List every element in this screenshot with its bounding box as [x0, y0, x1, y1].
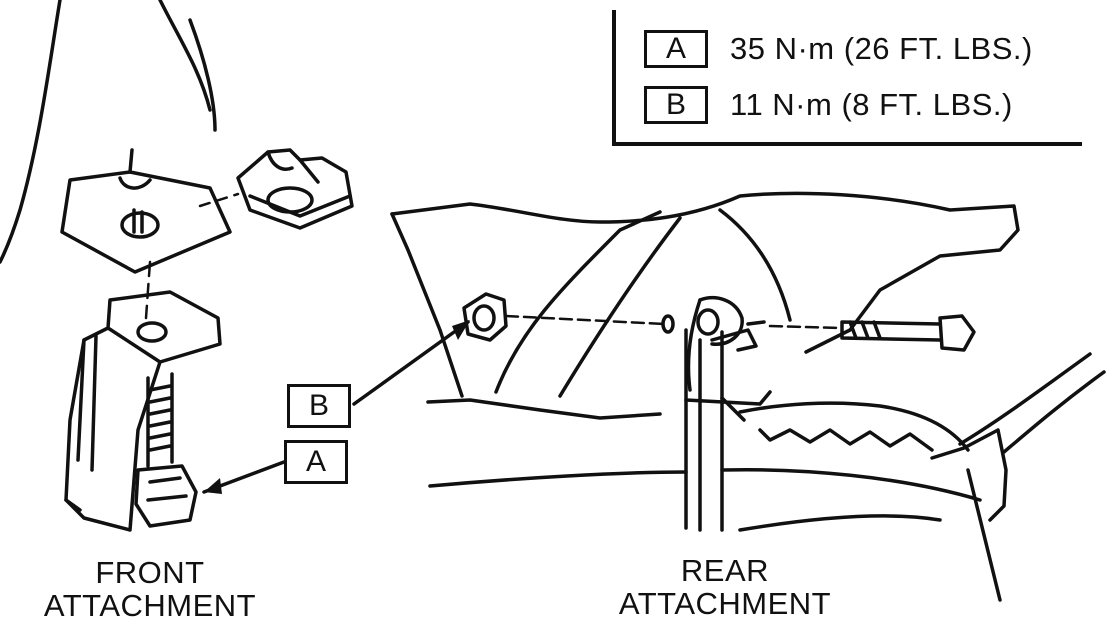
- arrow-head-b: [452, 320, 470, 340]
- legend-spec-b: 11 N·m (8 FT. LBS.): [730, 87, 1013, 122]
- rear-crossmember: [684, 328, 772, 532]
- rear-nut: [462, 292, 675, 342]
- front-upper-plate: [60, 148, 232, 274]
- front-bracket: [64, 260, 222, 532]
- front-body-outline: [0, 0, 217, 264]
- rear-attachment-caption: REAR ATTACHMENT: [590, 554, 860, 620]
- callout-b: B: [287, 384, 351, 428]
- arrow-head-a: [204, 478, 222, 494]
- legend-row-b: B 11 N·m (8 FT. LBS.): [644, 86, 1013, 124]
- front-bolt: [134, 372, 198, 528]
- legend-key-b: B: [644, 86, 708, 124]
- legend-row-a: A 35 N·m (26 FT. LBS.): [644, 30, 1033, 68]
- legend-key-a: A: [644, 30, 708, 68]
- torque-legend: A 35 N·m (26 FT. LBS.) B 11 N·m (8 FT. L…: [612, 10, 1082, 146]
- callout-a: A: [284, 440, 348, 484]
- front-caption-line2: ATTACHMENT: [43, 588, 257, 623]
- front-caption-line1: FRONT: [95, 555, 205, 590]
- front-attachment-caption: FRONT ATTACHMENT: [20, 556, 280, 622]
- rear-floor-section: [428, 352, 1106, 602]
- rear-caption-line1: REAR: [680, 553, 770, 588]
- rear-frame-panel: [390, 191, 1020, 420]
- front-nut-cage: [198, 148, 354, 230]
- rear-caption-line2: ATTACHMENT: [618, 586, 832, 621]
- legend-spec-a: 35 N·m (26 FT. LBS.): [730, 31, 1033, 66]
- rear-bolt: [696, 296, 976, 352]
